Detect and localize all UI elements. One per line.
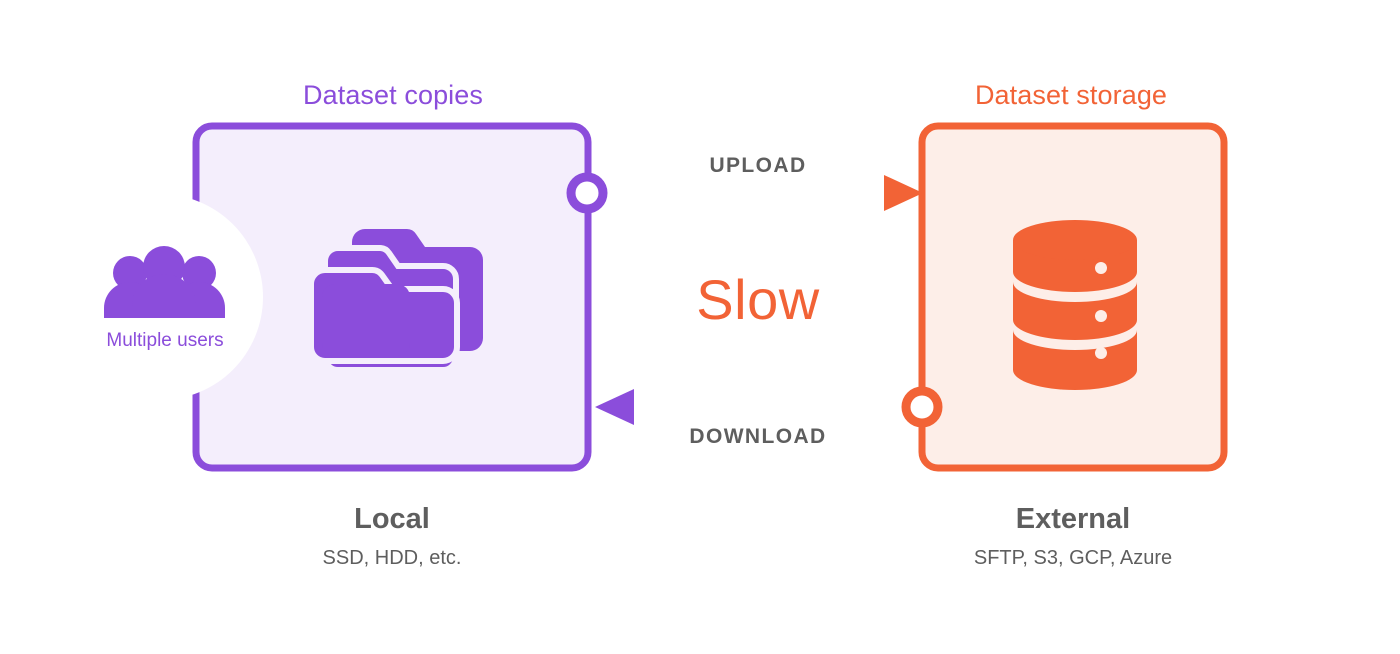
download-flow (595, 386, 943, 428)
multiple-users-label: Multiple users (106, 330, 224, 351)
multiple-users-icon (104, 246, 225, 318)
folder-stack-icon (308, 229, 483, 373)
download-flow-label: DOWNLOAD (689, 425, 827, 448)
upload-source-node (566, 172, 608, 214)
database-cylinder-icon (1013, 220, 1137, 390)
left-caption-subtitle: SSD, HDD, etc. (322, 547, 462, 569)
right-caption-name: External (1015, 503, 1131, 535)
download-arrowhead (595, 389, 634, 425)
center-speed-label: Slow (696, 268, 820, 331)
right-panel (918, 122, 1228, 472)
right-panel-title: Dataset storage (974, 80, 1168, 110)
left-panel-title: Dataset copies (303, 80, 483, 110)
left-caption-name: Local (354, 503, 430, 535)
upload-arrowhead (884, 175, 923, 211)
download-source-node (901, 386, 943, 428)
upload-flow-label: UPLOAD (709, 154, 807, 177)
right-caption-subtitle: SFTP, S3, GCP, Azure (973, 547, 1173, 569)
left-panel (57, 122, 592, 472)
upload-flow (566, 172, 923, 214)
